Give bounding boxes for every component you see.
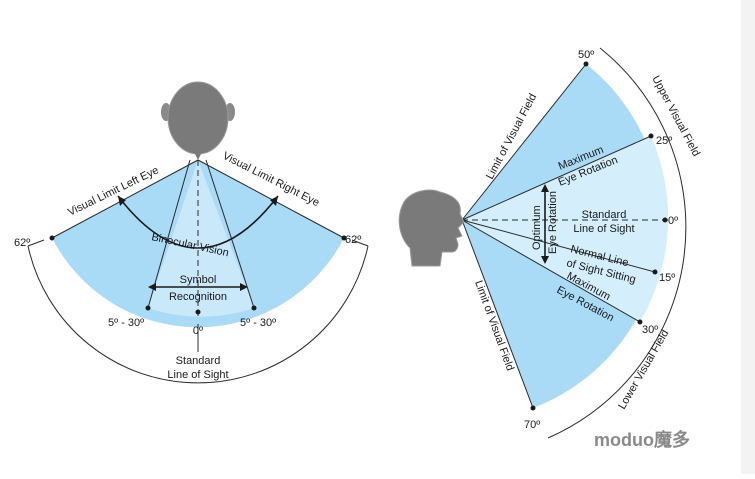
- symbol-right-line: [205, 159, 255, 309]
- binocular-arrow: [117, 195, 279, 249]
- dot-0-right: [662, 217, 668, 223]
- label-line-of-sight-right: Line of Sight: [573, 223, 634, 235]
- left-arc-tick-l: [27, 239, 45, 247]
- dot-70: [530, 405, 536, 411]
- line-70: [461, 219, 534, 409]
- label-standard: Standard: [176, 355, 221, 367]
- angle-0-left: 0º: [193, 325, 203, 337]
- head-side-view-icon: [398, 189, 465, 267]
- symbol-arrowhead-r: [240, 283, 248, 291]
- label-standard-right: Standard: [582, 209, 627, 221]
- label-recognition: Recognition: [169, 291, 227, 303]
- left-outer-arc: [27, 245, 369, 384]
- eye-rotation-sector: [462, 136, 669, 322]
- watermark-logo: moduo魔多: [594, 429, 690, 450]
- line-30: [461, 219, 641, 323]
- optimum-arrowhead-down: [541, 256, 549, 264]
- right-side-view-diagram: Limit of Visual Field Limit of Visual Fi…: [398, 47, 702, 439]
- dot-15: [652, 269, 658, 275]
- left-eye-limit-line: [51, 159, 199, 239]
- right-outer-arc: [547, 47, 687, 439]
- dot-50: [583, 61, 589, 67]
- symbol-left-line: [147, 159, 191, 309]
- vertical-scrollbar[interactable]: [741, 0, 755, 474]
- line-15: [461, 219, 656, 273]
- angle-0-right: 0º: [668, 215, 678, 227]
- angle-5-30-left: 5º - 30º: [108, 317, 144, 329]
- dot-0-left: [195, 309, 201, 315]
- left-arc-tick-r: [351, 239, 369, 247]
- label-line-of-sight: Line of Sight: [167, 369, 228, 381]
- dot-25: [648, 133, 654, 139]
- head-top-view-icon: [161, 81, 235, 160]
- symbol-recognition-cone: [148, 160, 254, 317]
- label-optimum-2: Eye Rotation: [547, 191, 559, 254]
- angle-50: 50º: [578, 49, 594, 61]
- dot-5-30-left: [145, 305, 151, 311]
- angle-5-30-right: 5º - 30º: [240, 317, 276, 329]
- dot-5-30-right: [251, 305, 257, 311]
- dot-30: [637, 319, 643, 325]
- angle-70: 70º: [524, 419, 540, 431]
- line-50: [461, 63, 587, 221]
- left-top-view-diagram: Visual Limit Left Eye Visual Limit Right…: [14, 81, 369, 384]
- optimum-arrowhead-up: [541, 184, 549, 192]
- binocular-arrowhead-l: [118, 196, 126, 206]
- angle-15: 15º: [659, 272, 675, 284]
- angle-30: 30º: [642, 324, 658, 336]
- angle-25: 25º: [656, 135, 672, 147]
- binocular-arrowhead-r: [270, 196, 278, 206]
- label-lower-visual-field: Lower Visual Field: [616, 328, 671, 412]
- dot-62-right: [341, 235, 347, 241]
- angle-62-left: 62º: [14, 237, 30, 249]
- line-25: [461, 135, 652, 221]
- right-eye-limit-line: [197, 159, 345, 239]
- label-symbol: Symbol: [180, 274, 217, 286]
- label-optimum-1: Optimum: [531, 205, 543, 250]
- angle-62-right: 62º: [345, 234, 361, 246]
- dot-62-left: [49, 235, 55, 241]
- symbol-arrowhead-l: [148, 283, 156, 291]
